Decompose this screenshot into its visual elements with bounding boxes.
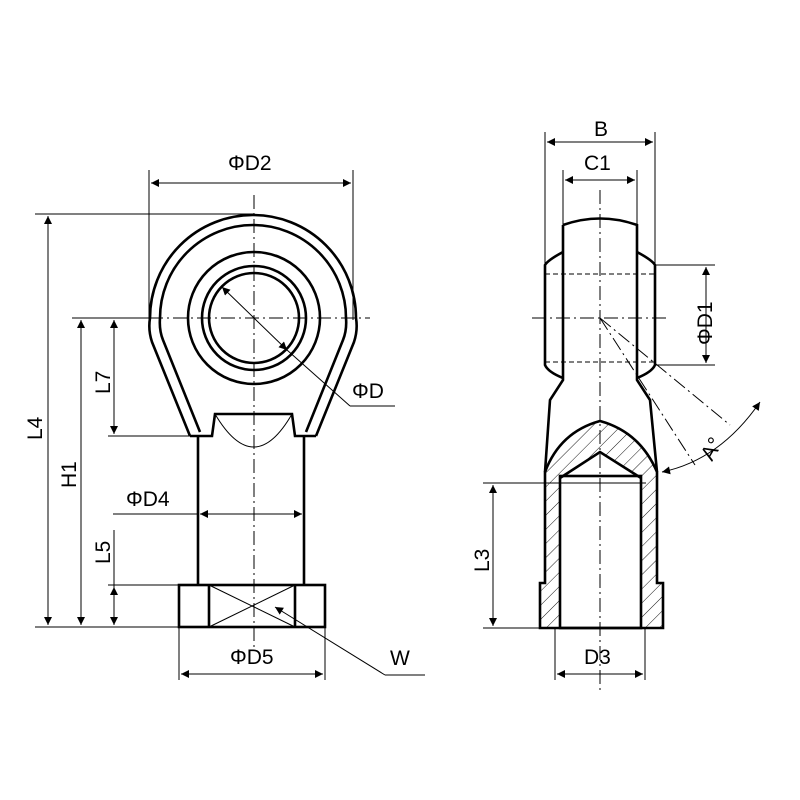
eye-side-left xyxy=(543,225,565,473)
ball-right xyxy=(636,250,657,380)
eye-side-right xyxy=(562,217,659,473)
label-D3: D3 xyxy=(584,646,611,669)
label-C1: C1 xyxy=(584,152,611,175)
eye-outer-contour xyxy=(148,213,358,437)
hex-flange xyxy=(177,583,327,629)
label-D4: ΦD4 xyxy=(126,488,170,511)
label-D5: ΦD5 xyxy=(230,646,274,669)
label-L4: L4 xyxy=(24,416,47,440)
ball-left xyxy=(543,250,564,380)
front-view: ΦD2 ΦD L4 H1 L7 ΦD4 L5 ΦD5 xyxy=(24,152,425,680)
housing-outline xyxy=(538,419,665,630)
label-D1: ΦD1 xyxy=(694,301,717,345)
label-W: W xyxy=(390,647,410,670)
side-view: B C1 ΦD1 A° L3 D3 xyxy=(471,118,761,690)
label-L3: L3 xyxy=(471,549,494,572)
label-H1: H1 xyxy=(58,461,81,488)
label-L5: L5 xyxy=(92,541,115,564)
label-A: A° xyxy=(696,434,727,465)
label-L7: L7 xyxy=(92,371,115,394)
neck-notch xyxy=(190,412,316,438)
label-D2: ΦD2 xyxy=(228,152,272,175)
label-D: ΦD xyxy=(352,380,384,403)
label-B: B xyxy=(594,118,608,141)
